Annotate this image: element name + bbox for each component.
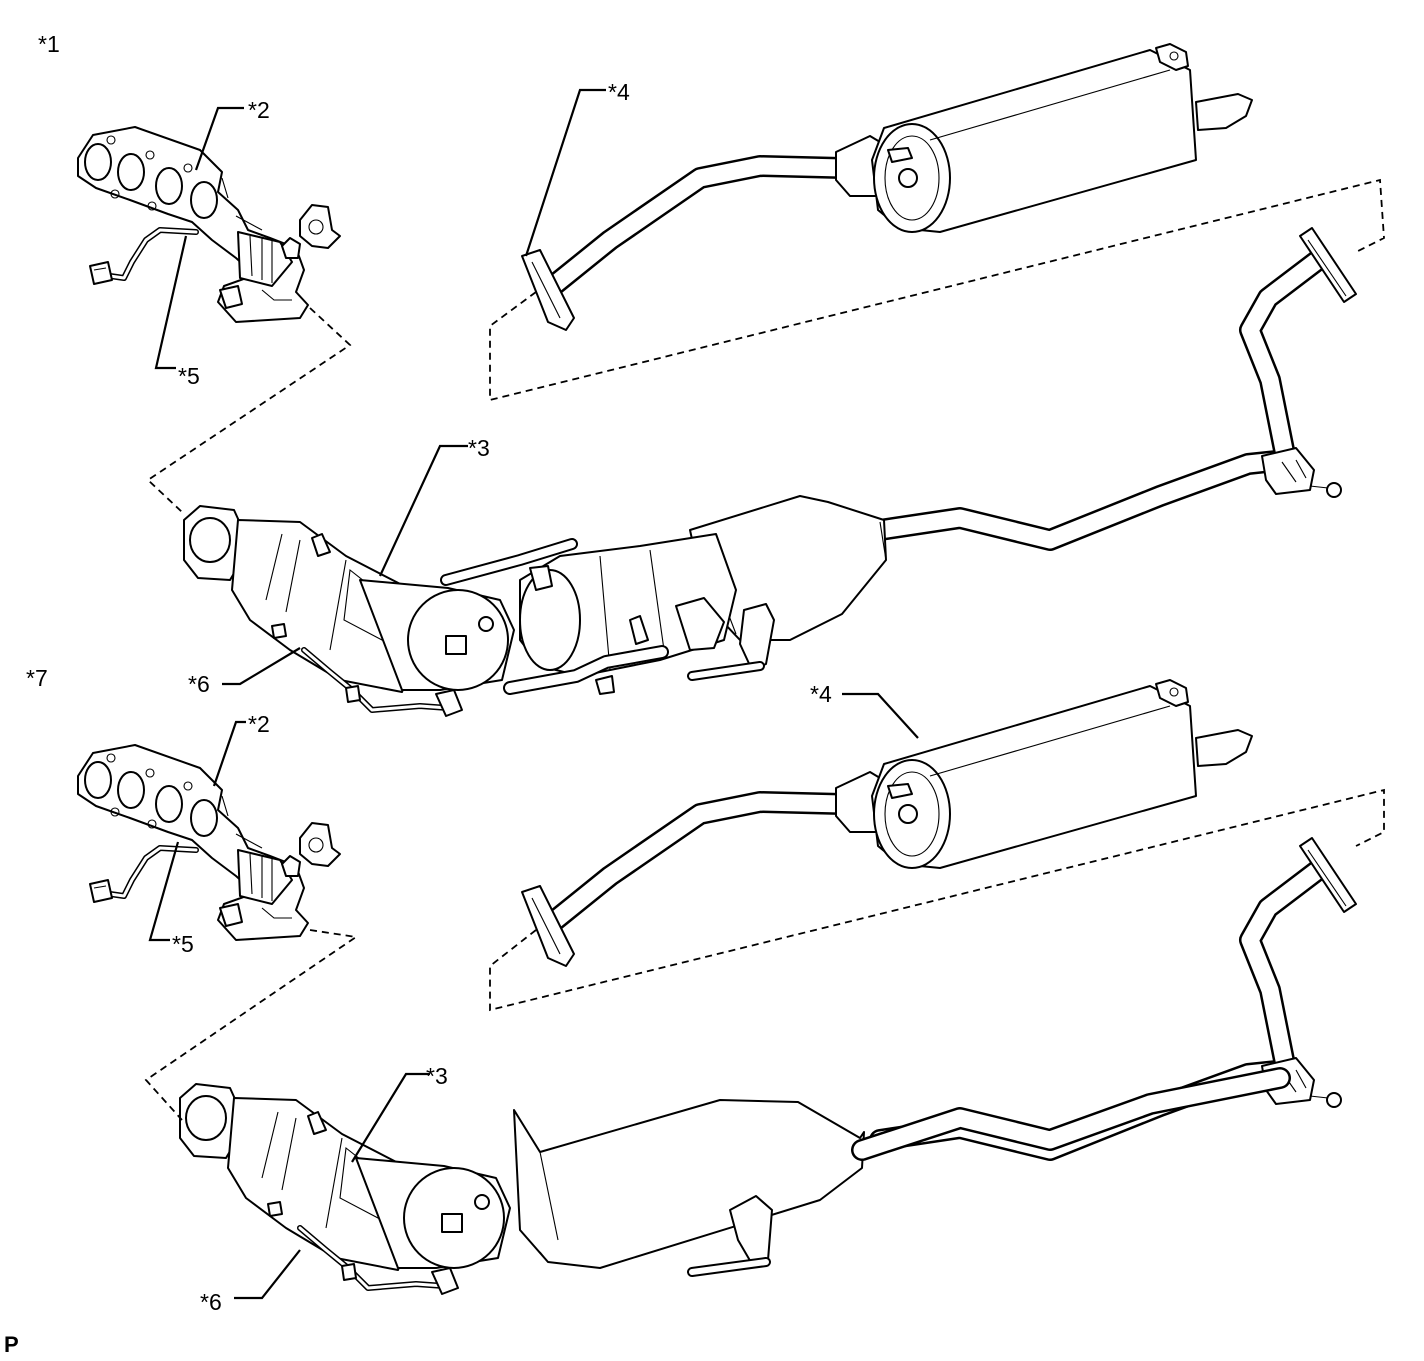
tail-pipe-7	[522, 680, 1252, 966]
variant-7-group: *7 *2 *5 *4 *3 *6	[26, 665, 1385, 1315]
af-sensor-label-7: *5	[172, 931, 194, 957]
leader-manifold-7	[212, 720, 246, 787]
tail-pipe-label-1: *4	[608, 79, 630, 105]
leader-front-pipe-1	[379, 444, 468, 577]
o2-sensor-label-1: *6	[188, 671, 210, 697]
af-sensor-label-1: *5	[178, 363, 200, 389]
dashed-link-manifold-7	[144, 929, 359, 1121]
leader-manifold-1	[194, 106, 244, 171]
variant-1-label: *1	[38, 31, 60, 57]
variant-1-group: *1 *2 *5 *4	[38, 31, 1385, 716]
exhaust-manifold-1	[78, 127, 340, 322]
front-exhaust-pipe-1	[440, 228, 1356, 695]
exhaust-manifold-7	[78, 745, 340, 940]
manifold-label-7: *2	[248, 711, 270, 737]
o2-sensor-label-7: *6	[200, 1289, 222, 1315]
leader-tail-pipe-7	[842, 692, 919, 739]
front-pipe-label-7: *3	[426, 1063, 448, 1089]
front-pipe-label-1: *3	[468, 435, 490, 461]
catalytic-converter-7	[180, 1084, 510, 1294]
leader-af-sensor-1	[154, 235, 188, 370]
dashed-link-manifold-1	[146, 307, 352, 513]
tail-pipe-1	[522, 44, 1252, 330]
dashed-link-tail-1	[489, 178, 1385, 402]
figure-code: P	[4, 1332, 19, 1357]
leader-front-pipe-7	[351, 1072, 430, 1163]
leader-af-sensor-7	[148, 841, 180, 942]
front-exhaust-pipe-7	[514, 838, 1356, 1272]
tail-pipe-label-7: *4	[810, 681, 832, 707]
leader-tail-pipe-1	[524, 88, 606, 257]
leader-o2-sensor-1	[222, 647, 301, 686]
manifold-label-1: *2	[248, 97, 270, 123]
leader-o2-sensor-7	[234, 1249, 301, 1300]
variant-7-label: *7	[26, 665, 48, 691]
dashed-link-tail-7	[489, 788, 1385, 1012]
